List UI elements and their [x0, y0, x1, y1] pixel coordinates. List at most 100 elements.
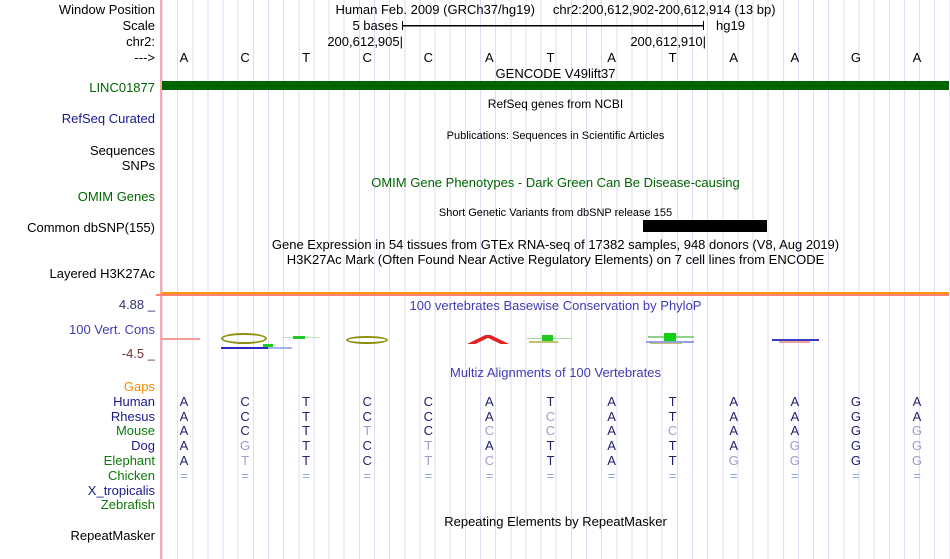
base-letter: G — [850, 50, 861, 65]
species-label-x_tropicalis: X_tropicalis — [87, 482, 155, 498]
track-title-gtex[interactable]: Gene Expression in 54 tissues from GTEx … — [271, 237, 840, 252]
alignment-base: A — [607, 423, 616, 439]
species-label-elephant: Elephant — [103, 453, 155, 468]
alignment-base: C — [423, 423, 434, 439]
alignment-base: C — [240, 408, 250, 424]
alignment-base: A — [912, 408, 922, 424]
track-title-conservation[interactable]: 100 vertebrates Basewise Conservation by… — [409, 298, 702, 313]
track-title-refseq[interactable]: RefSeq genes from NCBI — [487, 97, 624, 111]
alignment-base: A — [607, 408, 616, 424]
base-letter: T — [546, 50, 555, 65]
base-letter: T — [302, 50, 311, 65]
alignment-base: = — [302, 467, 310, 483]
alignment-base: T — [546, 453, 555, 468]
conservation-glyph — [263, 344, 273, 348]
conservation-glyph — [529, 341, 558, 343]
alignment-base: = — [668, 467, 677, 483]
alignment-base: T — [302, 393, 311, 409]
track-label-dbsnp: Common dbSNP(155) — [27, 220, 155, 235]
species-label-zebrafish: Zebrafish — [100, 497, 155, 513]
alignment-base: C — [667, 423, 678, 439]
scale-bar — [402, 21, 704, 30]
track-title-dbsnp[interactable]: Short Genetic Variants from dbSNP releas… — [438, 207, 673, 219]
alignment-base: T — [424, 438, 433, 454]
species-label-human: Human — [113, 393, 155, 409]
alignment-base: T — [363, 423, 372, 439]
h3k27ac-baseline-salmon — [156, 294, 949, 296]
species-label-mouse: Mouse — [115, 423, 155, 439]
conservation-glyph — [221, 333, 267, 344]
alignment-base: T — [302, 408, 311, 424]
alignment-base: G — [850, 408, 861, 424]
alignment-base: G — [911, 438, 923, 454]
base-letter: C — [240, 50, 250, 65]
alignment-base: C — [484, 423, 495, 439]
base-letter: A — [790, 50, 800, 65]
alignment-base: T — [241, 453, 250, 468]
alignment-base: = — [852, 467, 860, 483]
alignment-base: T — [302, 453, 311, 468]
alignment-base: G — [728, 453, 739, 468]
alignment-base: A — [790, 393, 800, 409]
alignment-base: T — [668, 408, 677, 424]
conservation-glyph — [542, 335, 553, 342]
h3k27ac-baseline-orange — [162, 292, 949, 294]
alignment-base: A — [729, 408, 739, 424]
conservation-max-value: 4.88 _ — [118, 297, 155, 312]
conservation-glyph — [772, 339, 819, 341]
alignment-base: C — [545, 423, 556, 439]
track-title-gencode[interactable]: GENCODE V49lift37 — [495, 66, 616, 81]
conservation-glyph — [346, 336, 388, 344]
base-letter: A — [179, 50, 189, 65]
dbsnp-variant-bar[interactable] — [643, 220, 767, 232]
alignment-base: G — [789, 453, 800, 468]
alignment-base: A — [790, 423, 800, 439]
track-title-repeatmasker[interactable]: Repeating Elements by RepeatMasker — [444, 514, 667, 529]
conservation-glyph — [161, 338, 200, 340]
species-label-chicken: Chicken — [108, 467, 155, 483]
base-letter: C — [362, 50, 372, 65]
alignment-base: = — [791, 467, 799, 483]
alignment-base: = — [180, 467, 188, 483]
strand-arrow: ---> — [134, 50, 155, 65]
track-title-h3k27ac[interactable]: H3K27Ac Mark (Often Found Near Active Re… — [286, 252, 825, 267]
base-letter: C — [423, 50, 434, 65]
alignment-base: G — [240, 438, 251, 454]
alignment-base: = — [363, 467, 372, 483]
alignment-base: = — [424, 467, 433, 483]
alignment-base: A — [179, 438, 189, 454]
window-position-label: Window Position — [58, 2, 155, 17]
alignment-base: G — [850, 423, 861, 439]
alignment-base: C — [484, 453, 495, 468]
alignment-base: A — [912, 393, 922, 409]
alignment-base: T — [546, 438, 555, 454]
alignment-base: C — [545, 408, 556, 424]
alignment-base: T — [668, 453, 677, 468]
alignment-base: C — [362, 408, 372, 424]
alignment-base: T — [302, 438, 311, 454]
conservation-glyph — [268, 347, 292, 349]
alignment-base: A — [729, 423, 739, 439]
alignment-base: A — [729, 438, 739, 454]
alignment-base: G — [789, 438, 800, 454]
track-title-omim[interactable]: OMIM Gene Phenotypes - Dark Green Can Be… — [371, 175, 740, 190]
base-position-gridlines — [162, 0, 950, 559]
genome-label: hg19 — [716, 18, 745, 33]
alignment-base: T — [302, 423, 311, 439]
track-label-omim: OMIM Genes — [77, 189, 155, 204]
track-label-h3k27ac: Layered H3K27Ac — [49, 266, 155, 281]
alignment-base: C — [362, 393, 372, 409]
track-title-multiz[interactable]: Multiz Alignments of 100 Vertebrates — [449, 365, 661, 380]
alignment-base: = — [607, 467, 616, 483]
gene-label-linc01877: LINC01877 — [89, 80, 155, 95]
conservation-glyph — [664, 333, 676, 341]
track-label-sequences: Sequences — [89, 143, 155, 158]
alignment-base: C — [240, 393, 250, 409]
gene-bar-linc01877[interactable] — [162, 81, 949, 90]
coord-right: 200,612,910| — [630, 34, 706, 49]
position-text: chr2:200,612,902-200,612,914 (13 bp) — [552, 2, 776, 17]
alignment-base: G — [911, 453, 923, 468]
conservation-glyph — [293, 336, 305, 339]
track-title-publications[interactable]: Publications: Sequences in Scientific Ar… — [446, 130, 665, 142]
conservation-glyph — [646, 341, 694, 343]
